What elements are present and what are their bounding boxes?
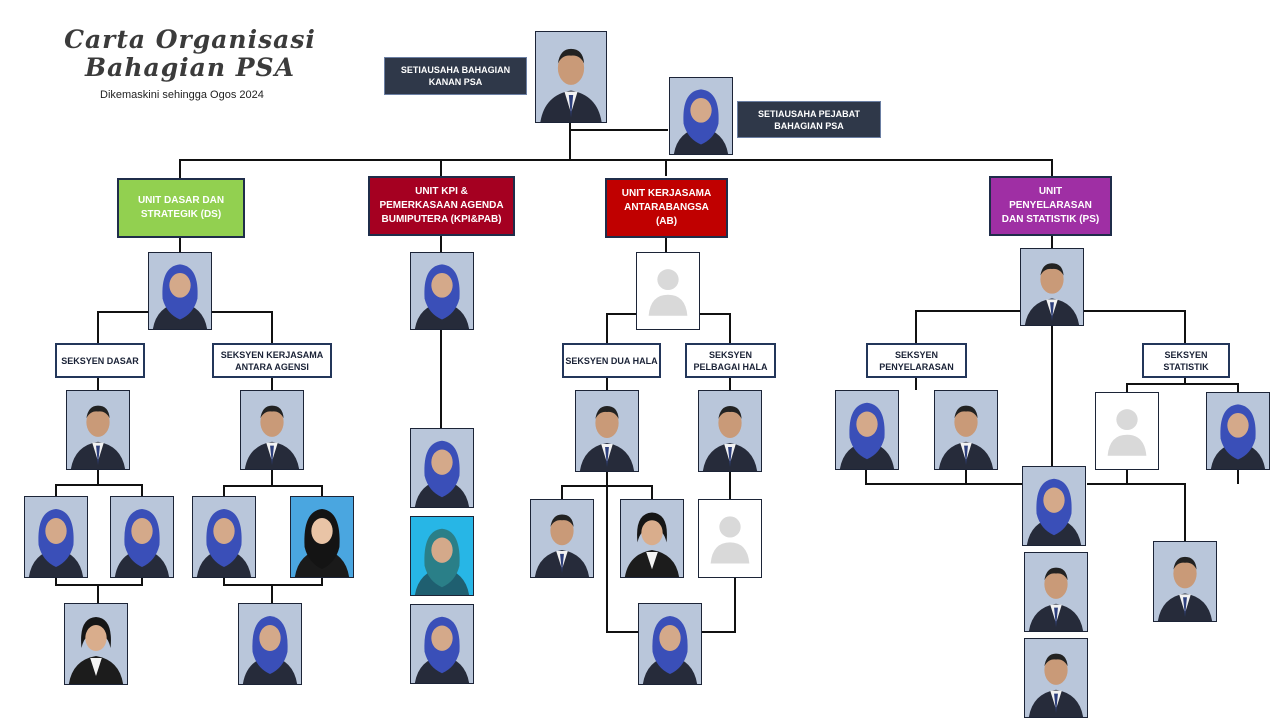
portrait-photo (1022, 466, 1086, 546)
portrait-photo (410, 516, 474, 596)
portrait-photo (148, 252, 212, 330)
placeholder-avatar-icon (698, 499, 762, 578)
portrait-photo (410, 604, 474, 684)
portrait-photo (620, 499, 684, 578)
section-box-pelbagai-hala: SEKSYEN PELBAGAI HALA (685, 343, 776, 378)
portrait-photo (66, 390, 130, 470)
portrait-photo (1024, 552, 1088, 632)
portrait-photo (669, 77, 733, 155)
unit-box-kpi-pab: UNIT KPI & PEMERKASAAN AGENDA BUMIPUTERA… (368, 176, 515, 236)
portrait-photo (835, 390, 899, 470)
chart-title-line-2: Bahagian PSA (84, 53, 295, 82)
portrait-photo (698, 390, 762, 472)
portrait-photo (1206, 392, 1270, 470)
section-box-dua-hala: SEKSYEN DUA HALA (562, 343, 661, 378)
portrait-photo (110, 496, 174, 578)
section-box-dasar: SEKSYEN DASAR (55, 343, 145, 378)
portrait-photo (530, 499, 594, 578)
updated-note: Dikemaskini sehingga Ogos 2024 (100, 89, 264, 101)
portrait-photo (238, 603, 302, 685)
portrait-photo (64, 603, 128, 685)
unit-box-ab: UNIT KERJASAMA ANTARABANGSA (AB) (605, 178, 728, 238)
portrait-photo (638, 603, 702, 685)
portrait-photo (240, 390, 304, 470)
portrait-photo (24, 496, 88, 578)
unit-box-ps: UNIT PENYELARASAN DAN STATISTIK (PS) (989, 176, 1112, 236)
portrait-photo (290, 496, 354, 578)
unit-box-ds: UNIT DASAR DAN STRATEGIK (DS) (117, 178, 245, 238)
section-box-penyelarasan: SEKSYEN PENYELARASAN (866, 343, 967, 378)
portrait-photo (934, 390, 998, 470)
portrait-photo (1024, 638, 1088, 718)
senior-secretary-label: SETIAUSAHA BAHAGIAN KANAN PSA (384, 57, 527, 95)
portrait-photo (1020, 248, 1084, 326)
placeholder-avatar-icon (636, 252, 700, 330)
chart-title: Carta Organisasi Bahagian PSA (60, 26, 320, 82)
portrait-photo (575, 390, 639, 472)
portrait-photo (410, 252, 474, 330)
placeholder-avatar-icon (1095, 392, 1159, 470)
section-box-kerjasama-antara-agensi: SEKSYEN KERJASAMA ANTARA AGENSI (212, 343, 332, 378)
portrait-photo (192, 496, 256, 578)
portrait-photo (410, 428, 474, 508)
chart-title-line-1: Carta Organisasi (64, 25, 316, 54)
portrait-photo (535, 31, 607, 123)
section-box-statistik: SEKSYEN STATISTIK (1142, 343, 1230, 378)
portrait-photo (1153, 541, 1217, 622)
office-secretary-label: SETIAUSAHA PEJABAT BAHAGIAN PSA (737, 101, 881, 138)
